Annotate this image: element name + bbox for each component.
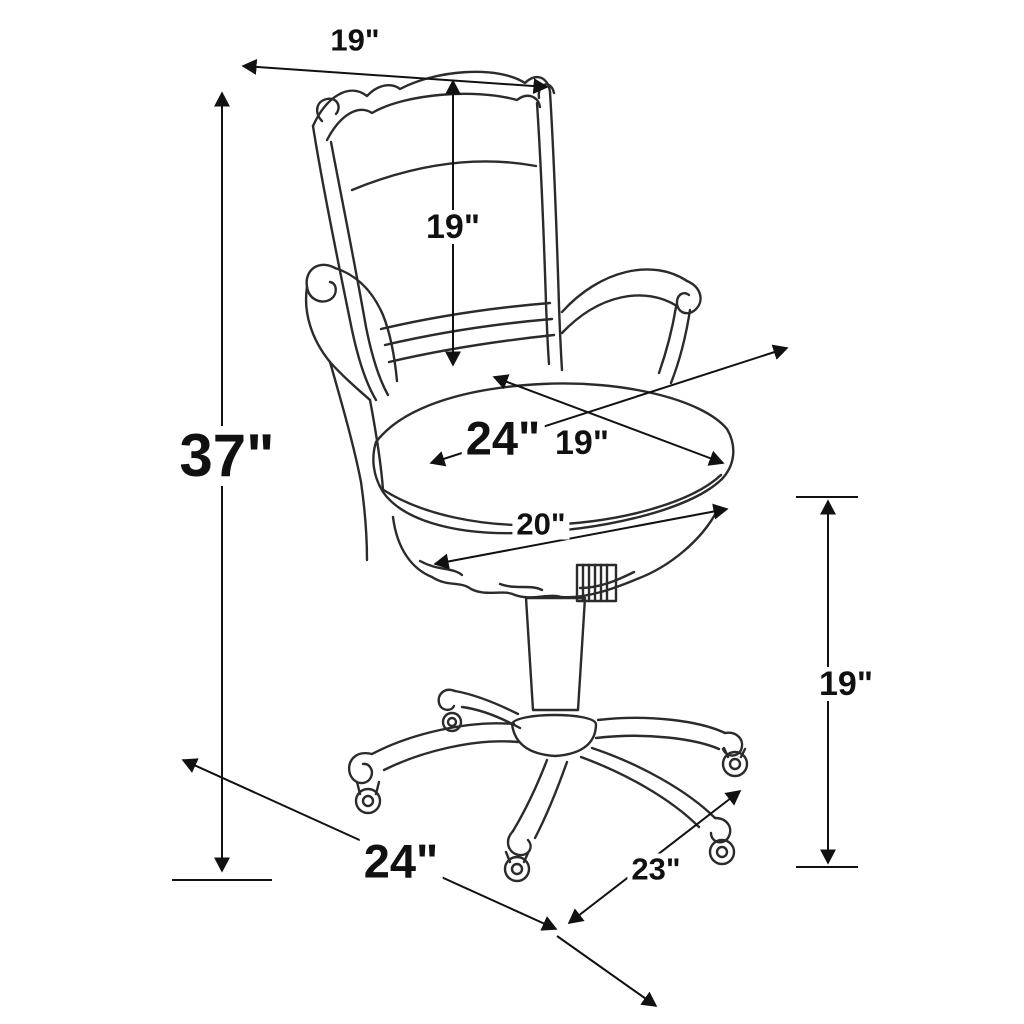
chair-back-crest-inner <box>325 92 542 142</box>
left-arm-top <box>333 266 399 383</box>
dim-label-overall-height: 37" <box>175 426 279 486</box>
left-leg-scroll <box>347 751 374 785</box>
back-lower-rail-1 <box>379 301 552 331</box>
left-arm-support <box>328 360 369 562</box>
dim-label-back-top-width: 19" <box>326 24 384 56</box>
back-leg-scroll <box>437 688 457 711</box>
base-leg-left <box>370 722 516 756</box>
caster-right-front <box>708 838 736 866</box>
front-leg-scroll <box>506 829 532 857</box>
caster-front <box>503 855 531 883</box>
dim-leader-bottom-right <box>556 935 658 1007</box>
dim-line-seat-front-width <box>433 503 729 570</box>
caster-back <box>441 711 463 733</box>
right-arm-scroll <box>675 279 702 315</box>
right-arm-bottom <box>560 294 679 335</box>
dim-label-seat-diagonal-width: 24" <box>461 414 545 462</box>
chair-line-drawing <box>304 70 749 883</box>
dim-label-seat-depth: 19" <box>551 426 613 460</box>
base-leg-front <box>511 758 549 833</box>
base-leg-back <box>453 689 520 716</box>
caster-left <box>354 787 382 815</box>
left-stile-scroll <box>315 97 340 123</box>
back-panel-seam <box>350 160 538 192</box>
seat-apron <box>391 509 719 599</box>
pedestal-column <box>524 596 587 712</box>
dim-line-seat-depth <box>492 374 725 466</box>
base-hub <box>510 713 598 758</box>
caster-right <box>721 750 749 778</box>
chair-right-stile <box>548 90 564 372</box>
dim-label-back-height: 19" <box>422 210 484 244</box>
right-arm-top <box>560 268 689 314</box>
dim-label-seat-front-width: 20" <box>512 508 570 540</box>
chair-left-stile <box>311 124 378 402</box>
dim-line-back-top-width <box>241 58 549 95</box>
right-front-leg-scroll <box>709 816 732 844</box>
dim-label-base-width: 24" <box>359 837 443 885</box>
dim-label-seat-to-floor: 19" <box>815 667 877 701</box>
base-leg-right <box>596 716 727 735</box>
back-lower-rail-2 <box>383 317 554 347</box>
left-arm-outer <box>304 285 372 402</box>
base-leg-right-front <box>590 746 717 820</box>
left-arm-scroll <box>305 263 337 303</box>
dim-label-base-depth: 23" <box>627 853 685 885</box>
